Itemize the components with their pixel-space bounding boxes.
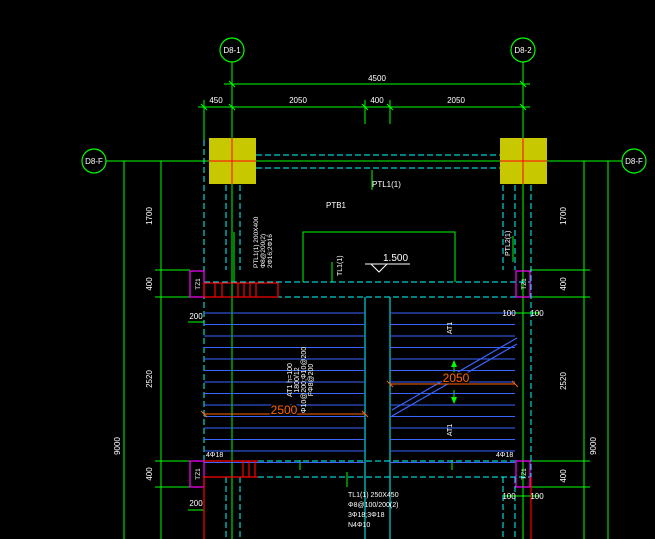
dim-flight-right: 2050 (443, 371, 470, 385)
label-at1-a: AT1 (447, 322, 454, 334)
label-rebar-right: 4Φ18 (496, 452, 513, 459)
dim-offset-100-top-a: 100 (502, 309, 516, 318)
grid-bubble-row-right (621, 148, 647, 174)
tz-box-bottom-left (189, 460, 205, 488)
label-ptl1-left-3: 2Φ16;2Φ16 (267, 234, 274, 268)
label-tz1-d: TZ1 (521, 468, 528, 480)
grid-label-row-right: D8-F (625, 157, 643, 166)
label-at1-b: AT1 (447, 424, 454, 436)
label-tz1-b: TZ1 (521, 278, 528, 290)
label-tz1-c: TZ1 (195, 468, 202, 480)
label-tl1-bottom-4: N4Φ10 (348, 522, 370, 529)
label-rebar-left: 4Φ18 (206, 452, 223, 459)
label-tl1-bottom-2: Φ8@100/200(2) (348, 502, 398, 509)
dim-left-4: 400 (145, 467, 154, 481)
dim-offset-200-top: 200 (189, 312, 203, 321)
dim-top-total: 4500 (368, 74, 386, 83)
flight-dimensions (200, 380, 519, 418)
dim-right-2: 400 (559, 277, 568, 291)
arrow-down-icon (451, 397, 457, 404)
label-tl1-bottom-1: TL1(1) 250X450 (348, 492, 399, 499)
label-elevation: 1.500 (383, 253, 408, 264)
dim-top-seg-2: 2050 (289, 96, 307, 105)
dim-offset-200-bottom: 200 (189, 499, 203, 508)
grid-bubble-row-left (81, 148, 107, 174)
dim-left-1: 1700 (145, 207, 154, 225)
dim-right-4: 400 (559, 469, 568, 483)
rebar-marks (203, 282, 532, 539)
label-at1-left-spec-2: 1800/12 (294, 367, 301, 392)
tz-box-bottom-right (515, 460, 531, 488)
label-at1-left-spec-4: FΦ8@200 (308, 364, 315, 397)
dim-right-1: 1700 (559, 207, 568, 225)
grid-bubble-right (510, 37, 536, 63)
dim-top-seg-1: 450 (209, 96, 223, 105)
dim-left-overall: 9000 (113, 437, 122, 455)
dim-flight-left: 2500 (271, 403, 298, 417)
tz-columns (189, 270, 531, 488)
label-at1-left-spec-3: Φ10@200;Φ10@200 (301, 347, 308, 413)
label-ptl1-top: PTL1(1) (372, 180, 401, 189)
dim-right-3: 2520 (559, 372, 568, 390)
dim-offset-100-top-b: 100 (530, 309, 544, 318)
dim-offset-100-bottom-a: 100 (502, 492, 516, 501)
grid-label-col-left: D8-1 (223, 46, 241, 55)
dim-top-seg-3: 400 (370, 96, 384, 105)
label-at1-left-spec-1: AT1 h=100 (287, 363, 294, 397)
label-tl1-mid: TL1(1) (337, 255, 344, 276)
dim-offset-100-bottom-b: 100 (530, 492, 544, 501)
label-ptl1-left-2: Φ8@200(2) (260, 234, 267, 268)
grid-bubble-left (219, 37, 245, 63)
walls (203, 140, 532, 539)
arrow-up-icon (451, 360, 457, 367)
tz-box-top-right (515, 270, 531, 298)
dim-top-seg-4: 2050 (447, 96, 465, 105)
label-ptb1: PTB1 (326, 201, 347, 210)
grid-label-row-left: D8-F (85, 157, 103, 166)
label-ptl1-left: PTL1(1) 200X400 (253, 216, 260, 268)
grid-label-col-right: D8-2 (514, 46, 532, 55)
stair-stringer (391, 337, 518, 417)
dim-left-2: 400 (145, 277, 154, 291)
label-tz1-a: TZ1 (195, 278, 202, 290)
elevation-symbol (369, 263, 389, 273)
dim-left-3: 2520 (145, 370, 154, 388)
axis-lines (106, 62, 622, 539)
grid-bubbles (81, 37, 647, 174)
columns (209, 138, 547, 184)
label-ptl2-right: PTL2(1) (505, 231, 512, 256)
dim-right-overall: 9000 (589, 437, 598, 455)
label-tl1-bottom-3: 3Φ18;3Φ18 (348, 512, 385, 519)
stair-treads (204, 312, 515, 463)
